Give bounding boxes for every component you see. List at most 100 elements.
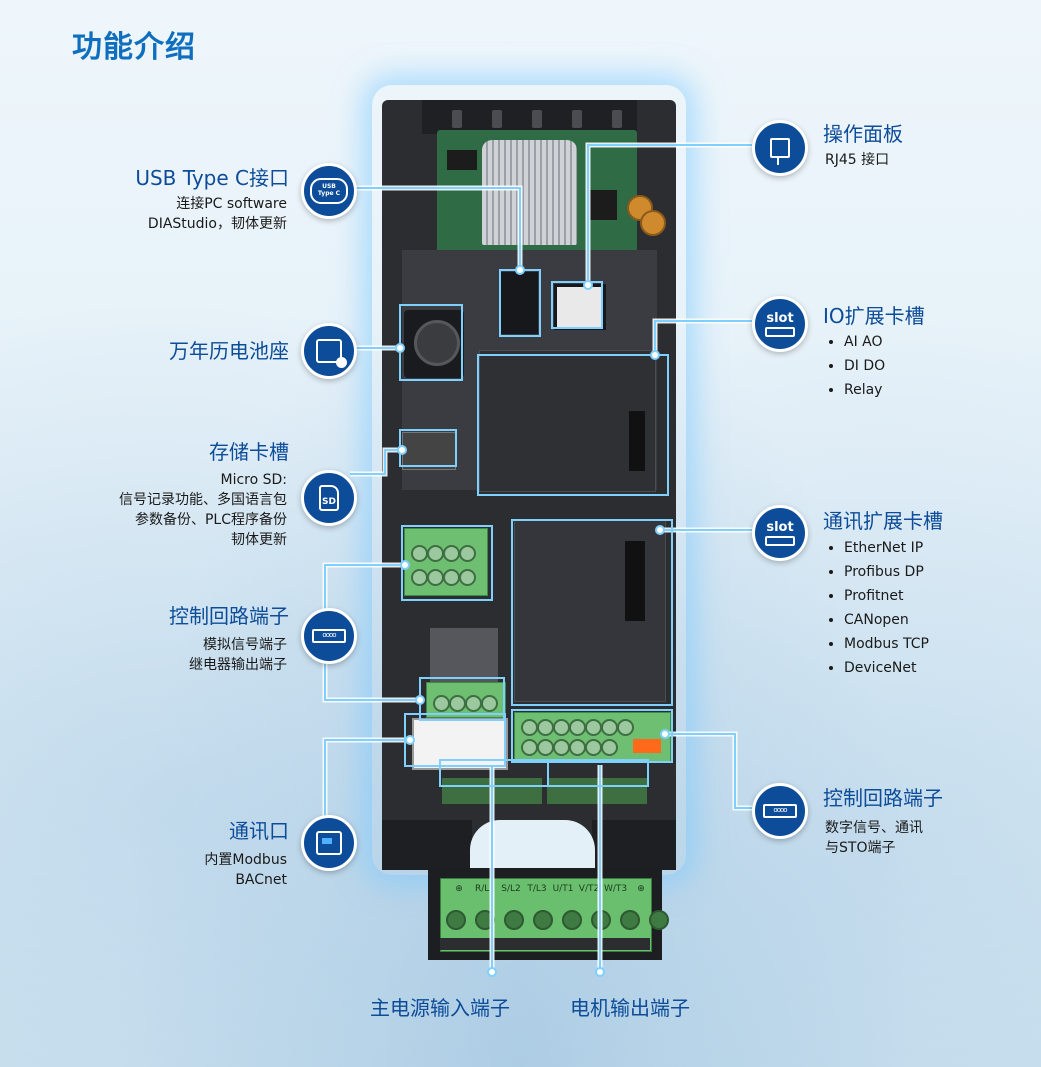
power-terminal-cover xyxy=(442,778,542,804)
bottom-leg-left xyxy=(382,820,472,870)
analog-terminal-block xyxy=(404,528,488,596)
screw xyxy=(475,910,495,930)
panel-desc: RJ45 接口 xyxy=(825,152,890,168)
comm-slot-list: EtherNet IP Profibus DP Profitnet CANope… xyxy=(826,536,929,680)
screw xyxy=(533,910,553,930)
screw xyxy=(569,739,586,756)
slot-icon: slot xyxy=(766,519,794,535)
battery-badge xyxy=(301,323,357,379)
screw xyxy=(449,695,466,712)
digital-terminal-block xyxy=(514,712,671,762)
vent-slot xyxy=(492,110,502,128)
coin-cell xyxy=(414,320,460,366)
rj45-connector-icon xyxy=(770,138,790,165)
comm-port-title: 通讯口 xyxy=(229,819,289,843)
screw xyxy=(562,910,582,930)
comm-slot-badge: slot xyxy=(752,505,808,561)
relay-terminal-block xyxy=(426,682,506,718)
terminal-block-icon: oooo xyxy=(763,804,797,818)
control-right-badge: oooo xyxy=(752,783,808,839)
slot-icon: slot xyxy=(766,310,794,326)
comm-slot-title: 通讯扩展卡槽 xyxy=(823,509,943,533)
chip xyxy=(587,190,617,220)
terminal-block-icon: oooo xyxy=(312,629,346,643)
terminal-label: R/L1 xyxy=(474,884,496,894)
bottom-leg-right xyxy=(592,820,676,870)
screw xyxy=(585,739,602,756)
io-expansion-card xyxy=(479,350,656,492)
control-left-badge: oooo xyxy=(301,608,357,664)
terminal-label: U/T1 xyxy=(552,884,574,894)
sto-jumper xyxy=(633,739,661,753)
screw xyxy=(601,719,618,736)
control-left-desc-2: 继电器输出端子 xyxy=(189,657,287,673)
type-c-icon-label: Type C xyxy=(317,190,341,197)
usb-title: USB Type C接口 xyxy=(135,166,289,190)
screw xyxy=(521,719,538,736)
screw xyxy=(411,569,428,586)
battery-title: 万年历电池座 xyxy=(169,339,289,363)
screw xyxy=(585,719,602,736)
list-item: Relay xyxy=(844,378,885,402)
terminal-screws xyxy=(446,910,669,930)
sd-slot xyxy=(402,432,456,470)
rj45-port xyxy=(554,284,606,330)
list-item: EtherNet IP xyxy=(844,536,929,560)
terminal-label: ⊕ xyxy=(637,884,645,894)
storage-desc-3: 参数备份、PLC程序备份 xyxy=(134,512,287,528)
screw xyxy=(433,695,450,712)
vent-slot xyxy=(532,110,542,128)
screw xyxy=(591,910,611,930)
control-left-title: 控制回路端子 xyxy=(169,604,289,628)
terminal-base xyxy=(440,938,650,950)
storage-desc-1: Micro SD: xyxy=(220,472,287,488)
page-title: 功能介绍 xyxy=(72,30,196,65)
screw xyxy=(481,695,498,712)
control-right-desc-2: 与STO端子 xyxy=(825,840,896,856)
usb-type-c-badge: USB Type C xyxy=(301,163,357,219)
io-slot-badge: slot xyxy=(752,296,808,352)
control-right-desc-1: 数字信号、通讯 xyxy=(825,820,923,836)
io-slot-title: IO扩展卡槽 xyxy=(823,304,925,328)
vent-slot xyxy=(612,110,622,128)
storage-title: 存储卡槽 xyxy=(209,440,289,464)
usb-desc-1: 连接PC software xyxy=(176,196,287,212)
ribbon-cable xyxy=(482,140,577,245)
usb-icon-label: USB xyxy=(322,183,336,191)
relay-block xyxy=(430,628,498,683)
screw xyxy=(569,719,586,736)
list-item: CANopen xyxy=(844,608,929,632)
screw xyxy=(504,910,524,930)
capacitor xyxy=(640,210,666,236)
terminal-label: V/T2 xyxy=(578,884,600,894)
terminal-label: W/T3 xyxy=(604,884,628,894)
control-left-desc-1: 模拟信号端子 xyxy=(203,637,287,653)
screw xyxy=(521,739,538,756)
vent-slot xyxy=(572,110,582,128)
motor-output-caption: 电机输出端子 xyxy=(570,996,690,1020)
screw xyxy=(459,569,476,586)
storage-desc-4: 韧体更新 xyxy=(231,532,287,548)
terminal-label: ⊕ xyxy=(455,884,463,894)
list-item: DeviceNet xyxy=(844,656,929,680)
screw xyxy=(553,739,570,756)
screw xyxy=(601,739,618,756)
screw xyxy=(443,569,460,586)
screw xyxy=(427,545,444,562)
comm-expansion-card xyxy=(514,520,666,702)
power-terminal-closeup: ⊕ R/L1 S/L2 T/L3 U/T1 V/T2 W/T3 ⊕ xyxy=(428,868,669,960)
top-vent xyxy=(422,100,637,134)
control-right-title: 控制回路端子 xyxy=(823,786,943,810)
sd-badge: SD xyxy=(301,470,357,526)
slot-bar-icon xyxy=(765,326,795,337)
panel-title: 操作面板 xyxy=(823,122,903,146)
list-item: Profitnet xyxy=(844,584,929,608)
vent-slot xyxy=(452,110,462,128)
comm-port-badge xyxy=(301,815,357,871)
terminal-label: S/L2 xyxy=(501,884,521,894)
usb-port xyxy=(500,272,538,334)
usb-type-c-icon: USB Type C xyxy=(310,178,348,204)
screw xyxy=(465,695,482,712)
ethernet-port-icon xyxy=(316,831,342,855)
drive-device-photo xyxy=(382,100,676,870)
